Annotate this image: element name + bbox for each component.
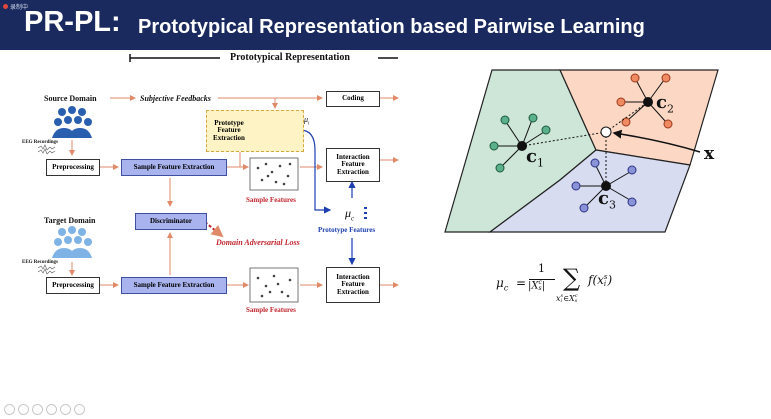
player-controls [4,404,85,415]
prototype-feature-extraction-box: Prototype Feature Extraction [206,110,304,152]
c2-label: c2 [656,92,674,116]
slide-title-short: PR-PL: [24,6,121,38]
mu-i-label: μi [304,115,309,127]
formula-denominator-open: |X [528,280,539,292]
slide-title-long: Prototypical Representation based Pairwi… [138,16,645,38]
formula-fx-sub: i [603,279,607,288]
coding-box: Coding [326,91,380,107]
target-preprocessing-box: Preprocessing [46,277,100,294]
mu-c-label: μc [345,206,354,222]
target-eeg-label: EEG Recordings [22,260,58,265]
source-eeg-label: EEG Recordings [22,140,58,145]
mu-i-symbol: μ [304,115,309,124]
zoom-out-icon[interactable] [74,404,85,415]
source-feature-extraction-box: Sample Feature Extraction [121,159,227,176]
domain-adversarial-loss-label: Domain Adversarial Loss [216,238,300,247]
mu-c-subscript: c [351,214,355,223]
record-icon [3,4,8,9]
formula-denominator-sub: s [538,285,542,292]
menu-icon[interactable] [46,404,57,415]
c1-label: c1 [526,146,544,170]
formula-denominator-close: | [541,280,546,292]
zoom-in-icon[interactable] [60,404,71,415]
mu-i-subscript: i [308,121,310,127]
x-label: x [704,144,715,164]
prev-icon[interactable] [4,404,15,415]
formula-sum-set-sup: c [574,293,578,299]
target-sample-features-label: Sample Features [246,306,296,314]
target-people-icon [52,226,92,258]
formula-sum-set-sub: s [574,298,578,304]
formula-numerator: 1 [538,262,545,275]
c3-label: c3 [598,188,616,212]
formula-fx-sup: s [603,272,608,281]
formula-lhs-symbol: μ [496,276,504,290]
subjective-feedbacks-label: Subjective Feedbacks [140,94,211,103]
c3-symbol: c [598,188,609,209]
formula-denominator-sup: c [538,279,542,286]
c1-subscript: 1 [536,156,544,170]
formula-sum-var-sub: i [560,298,563,304]
mu-c-symbol: μ [345,206,352,220]
formula-sum-symbol: ∑ [563,264,581,292]
next-icon[interactable] [32,404,43,415]
formula-equals: = [516,276,527,290]
title-bar: 录制中 PR-PL: Prototypical Representation b… [0,0,771,50]
formula-lhs-subscript: c [503,283,509,293]
source-people-icon [52,106,92,138]
c2-symbol: c [656,92,667,113]
discriminator-box: Discriminator [135,213,207,230]
recording-indicator: 录制中 [3,2,28,11]
formula-fraction-bar [529,279,555,280]
target-domain-label: Target Domain [44,216,96,225]
prototype-feature-extraction-label: Prototype Feature Extraction [213,118,245,142]
formula-lhs: μc [496,276,508,292]
source-preprocessing-box: Preprocessing [46,159,100,176]
voronoi-diagram [444,69,719,233]
c1-symbol: c [526,146,537,167]
target-feature-extraction-box: Sample Feature Extraction [121,277,227,294]
section-title: Prototypical Representation [230,52,350,63]
formula-sum-var: x [556,294,561,303]
c3-subscript: 3 [608,198,616,212]
formula-sum-var-sup: s [560,293,564,299]
play-icon[interactable] [18,404,29,415]
formula-fx-close: ) [607,273,613,287]
c2-subscript: 2 [666,102,674,116]
prototype-features-label: Prototype Features [318,226,376,234]
source-domain-label: Source Domain [44,94,97,103]
recording-label: 录制中 [10,4,29,11]
source-sample-features-label: Sample Features [246,196,296,204]
target-interaction-box: Interaction Feature Extraction [326,267,380,303]
formula-sum-set: ∈X [563,294,575,303]
source-interaction-box: Interaction Feature Extraction [326,148,380,182]
formula-fx-open: f(x [588,273,604,287]
